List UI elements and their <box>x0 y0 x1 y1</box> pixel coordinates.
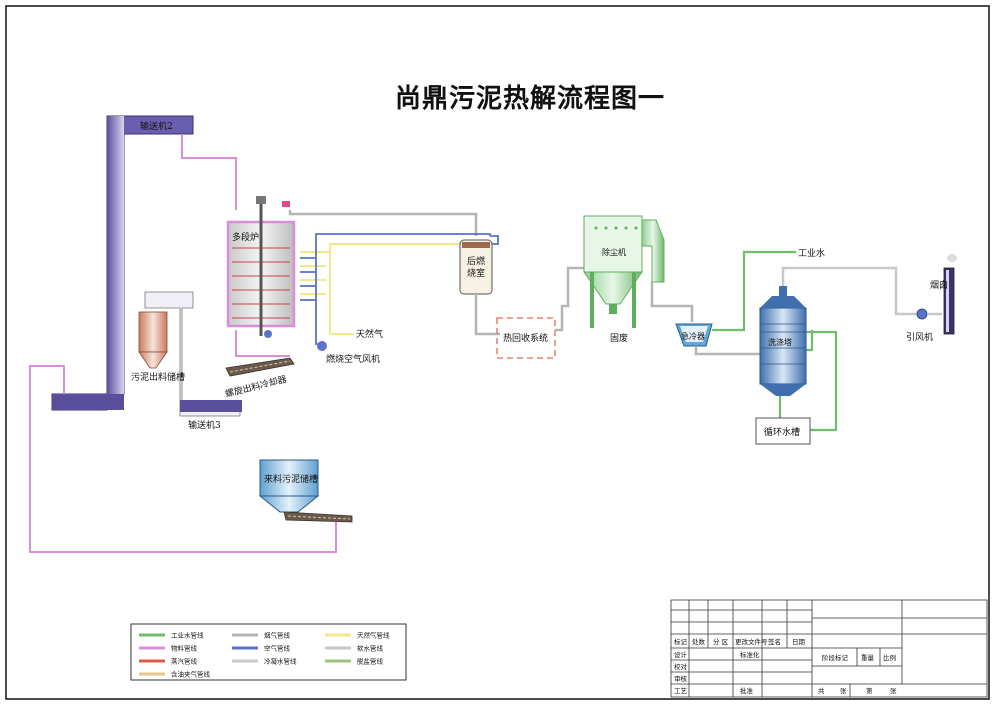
combustion-fan-label: 燃烧空气风机 <box>326 353 380 365</box>
tb-standard: 标准化 <box>740 650 760 659</box>
quench-label: 急冷器 <box>681 331 705 341</box>
conveyor3-label: 输送机3 <box>188 419 221 431</box>
tb-change-doc: 更改文件号 <box>735 637 768 646</box>
tb-total: 共 <box>818 686 825 695</box>
flue-line-5 <box>694 346 760 356</box>
chimney: 烟囱 <box>930 254 957 335</box>
scrubber: 洗涤塔 <box>759 286 807 396</box>
legend-label: 软水管线 <box>357 644 384 653</box>
chimney-label: 烟囱 <box>930 279 948 291</box>
legend-label: 含油夹气管线 <box>171 670 211 679</box>
tb-mark: 标记 <box>674 637 688 646</box>
afterburner-label-2: 烧室 <box>467 267 485 279</box>
legend-label: 天然气管线 <box>357 631 390 640</box>
flue-line-4 <box>650 282 694 322</box>
sludge-output-tank: 污泥出料储槽 <box>131 311 185 383</box>
conveyor2-label: 输送机2 <box>140 120 173 132</box>
tb-ratio: 比例 <box>883 653 896 662</box>
flue-line-6 <box>781 266 918 316</box>
dust-collector: 除尘机 固废 <box>583 215 665 344</box>
tb-date: 日期 <box>792 638 806 646</box>
legend-label: 蒸汽管线 <box>171 657 198 666</box>
legend-label: 冷凝水管线 <box>264 657 297 666</box>
screw-cooler: 螺旋出料冷却器 <box>224 357 295 400</box>
industrial-water-lines <box>712 250 838 432</box>
outer-frame <box>5 5 990 700</box>
multi-hearth-furnace: 多段炉 <box>226 196 296 338</box>
tb-page-unit: 张 <box>890 686 897 695</box>
industrial-water-label: 工业水 <box>798 247 825 259</box>
title-block <box>670 599 988 698</box>
tb-count: 处数 <box>692 637 706 646</box>
natural-gas-label: 天然气 <box>356 328 383 340</box>
title-block-text: 标记 处数 分 区 更改文件号 签名 日期 设计 标准化 阶段标记 重量 比例 … <box>674 637 897 695</box>
scrubber-label: 洗涤塔 <box>768 337 792 347</box>
tb-page: 第 <box>866 686 873 695</box>
incoming-sludge-tank-label: 来料污泥储槽 <box>264 473 318 485</box>
circulation-tank-label: 循环水槽 <box>764 426 800 438</box>
legend-label: 物料管线 <box>171 644 198 653</box>
screw-cooler-label: 螺旋出料冷却器 <box>224 373 288 400</box>
heat-recovery-label: 热回收系统 <box>503 332 548 344</box>
tb-design: 设计 <box>674 650 688 659</box>
circulation-tank: 循环水槽 <box>755 417 811 445</box>
flue-line-3 <box>555 266 584 332</box>
tb-sign: 签名 <box>768 637 781 646</box>
page-title: 尚鼎污泥热解流程图一 <box>394 84 665 114</box>
tb-stage-mark: 阶段标记 <box>822 653 849 662</box>
heat-recovery-system: 热回收系统 <box>496 317 556 359</box>
induced-fan: 引风机 <box>906 308 933 343</box>
conveyor-3: 输送机3 <box>144 291 242 431</box>
afterburner: 后燃 烧室 <box>459 239 493 295</box>
afterburner-label-1: 后燃 <box>467 255 485 267</box>
flue-line-1 <box>288 210 478 236</box>
legend-label: 工业水管线 <box>171 631 204 640</box>
tb-review: 审核 <box>674 674 688 683</box>
dust-collector-label: 除尘机 <box>602 247 626 257</box>
quench: 急冷器 <box>675 323 713 347</box>
natural-gas-lines <box>300 243 462 335</box>
tb-sheet: 张 <box>840 686 847 695</box>
solid-waste-label: 固废 <box>610 332 628 344</box>
flue-line-2 <box>474 294 500 336</box>
combustion-fan-icon <box>317 341 327 351</box>
material-lines <box>29 134 337 553</box>
induced-fan-label: 引风机 <box>906 331 933 343</box>
incoming-sludge-tank: 来料污泥储槽 <box>258 459 353 523</box>
legend-label: 脱盐管线 <box>357 657 384 666</box>
tb-approve: 批准 <box>740 686 754 695</box>
tb-proofread: 校对 <box>674 662 688 671</box>
tb-weight: 重量 <box>861 654 875 662</box>
conveyor-2: 输送机2 <box>51 115 194 411</box>
sludge-out-tank-label: 污泥出料储槽 <box>131 371 185 383</box>
tb-zone: 分 区 <box>713 637 729 646</box>
multi-hearth-label: 多段炉 <box>232 231 259 243</box>
legend-label: 空气管线 <box>264 644 291 653</box>
legend-label: 烟气管线 <box>264 631 291 640</box>
tb-process: 工艺 <box>674 687 688 695</box>
